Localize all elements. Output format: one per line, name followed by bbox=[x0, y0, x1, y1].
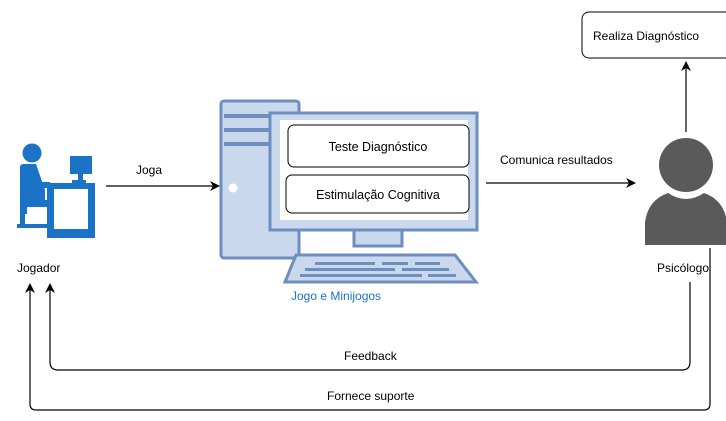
player-icon bbox=[17, 143, 95, 238]
edge-support bbox=[25, 248, 711, 411]
computer-label: Jogo e Minijogos bbox=[291, 289, 381, 303]
edge-support-label: Fornece suporte bbox=[327, 389, 415, 403]
psychologist-label: Psicólogo bbox=[657, 261, 709, 275]
cognitive-stimulation-label: Estimulação Cognitiva bbox=[316, 188, 440, 202]
player-label: Jogador bbox=[17, 261, 60, 275]
edge-feedback-label: Feedback bbox=[344, 349, 398, 363]
test-diagnostic-box: Teste Diagnóstico bbox=[287, 124, 470, 168]
edge-plays-label: Joga bbox=[136, 163, 162, 177]
test-diagnostic-label: Teste Diagnóstico bbox=[329, 140, 428, 154]
result-box: Realiza Diagnóstico bbox=[581, 11, 726, 59]
result-box-label: Realiza Diagnóstico bbox=[593, 29, 699, 43]
cognitive-stimulation-box: Estimulação Cognitiva bbox=[285, 174, 470, 214]
edge-feedback bbox=[45, 282, 691, 371]
psychologist-icon bbox=[645, 138, 726, 245]
edge-communicates-label: Comunica resultados bbox=[500, 153, 613, 167]
